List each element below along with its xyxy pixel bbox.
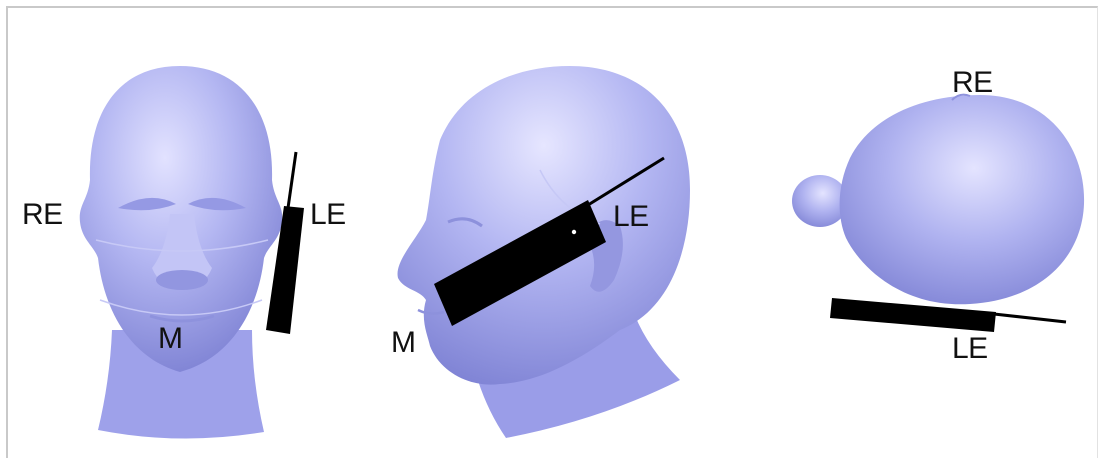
- front-view-head: [80, 66, 283, 439]
- front-label-right-ear: RE: [22, 200, 63, 230]
- side-phone-feedpoint: [572, 230, 576, 234]
- side-label-mouth: M: [391, 328, 416, 358]
- front-label-left-ear: LE: [310, 200, 346, 230]
- front-nostrils: [156, 270, 208, 290]
- top-head-shape: [840, 95, 1084, 304]
- front-label-mouth: M: [158, 324, 183, 354]
- side-label-left-ear: LE: [613, 202, 649, 232]
- top-phone-antenna: [994, 314, 1066, 322]
- top-label-left-ear: LE: [952, 334, 988, 364]
- top-view-head: [792, 95, 1084, 305]
- front-phone-antenna: [288, 152, 296, 208]
- top-label-right-ear: RE: [952, 68, 993, 98]
- top-nose: [792, 175, 848, 227]
